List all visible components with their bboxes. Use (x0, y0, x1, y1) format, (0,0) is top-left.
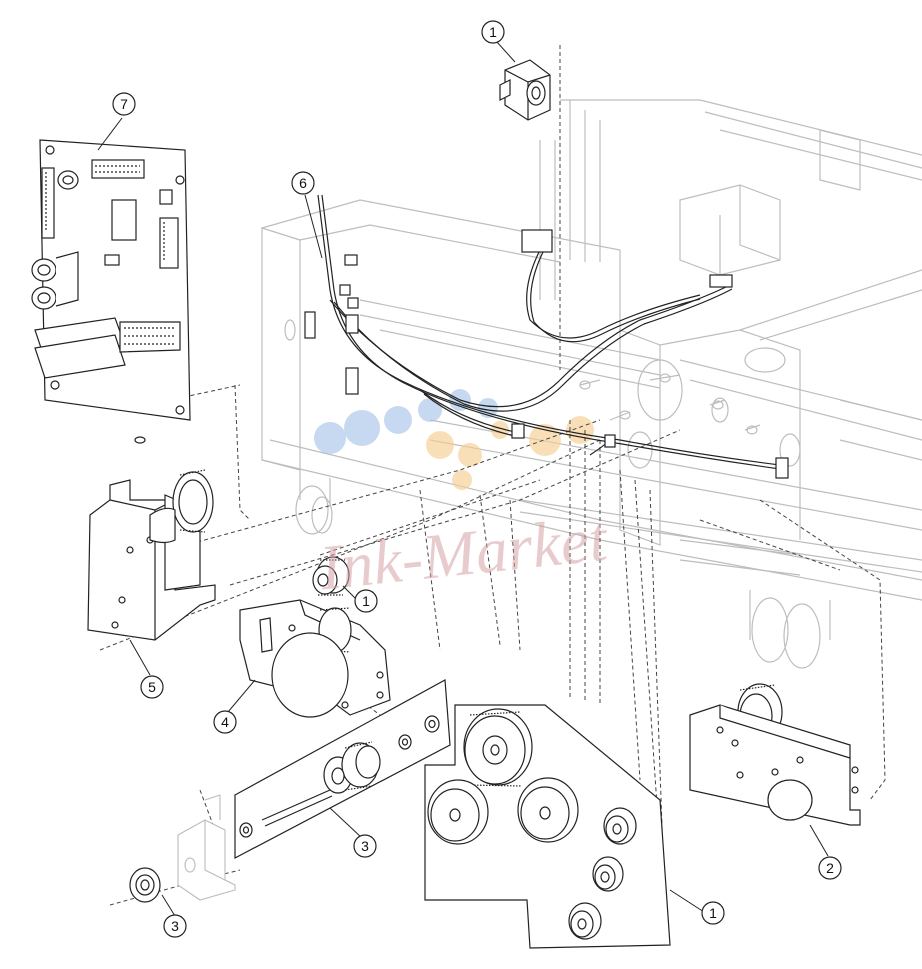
watermark-dots (314, 389, 594, 490)
gear-large-right (517, 777, 579, 843)
gear-large-top (463, 708, 533, 787)
svg-text:6: 6 (299, 175, 307, 191)
watermark-text: Ink-Market (315, 503, 612, 604)
svg-text:3: 3 (171, 918, 179, 934)
callout-3-low: 3 (163, 914, 187, 938)
callout-4: 4 (213, 710, 237, 734)
part-4-main-motor (239, 599, 391, 718)
part-1-single-gear (312, 556, 350, 596)
svg-text:2: 2 (826, 860, 834, 876)
callout-5: 5 (140, 675, 164, 699)
callout-2: 2 (818, 856, 842, 880)
callout-1-bottom: 1 (701, 901, 725, 925)
part-3-shaft-assembly (234, 679, 451, 859)
svg-text:4: 4 (221, 714, 229, 730)
part-3-small-gear (129, 867, 161, 903)
gear-large-left (427, 779, 489, 845)
svg-text:1: 1 (709, 905, 717, 921)
part-2-right-drive-bracket (689, 683, 861, 826)
callout-1-top: 1 (481, 20, 505, 44)
gear-small-2 (592, 856, 624, 892)
part-1-top-bracket (499, 59, 551, 121)
part-1-gear-set (424, 704, 671, 949)
svg-text:1: 1 (489, 24, 497, 40)
printer-frame (261, 99, 922, 669)
gear-small-1 (603, 807, 637, 845)
callout-3-mid: 3 (353, 834, 377, 858)
lower-left-bracket (177, 794, 236, 901)
part-5-drive-bracket (87, 469, 216, 641)
callout-6: 6 (291, 171, 315, 195)
part-7-controller-board (31, 139, 191, 444)
svg-text:3: 3 (361, 838, 369, 854)
svg-text:7: 7 (120, 96, 128, 112)
part-6-wire-harness (304, 194, 789, 479)
svg-text:1: 1 (362, 593, 370, 609)
callout-1-gear: 1 (354, 589, 378, 613)
callout-7: 7 (112, 92, 136, 116)
leader-lines (99, 45, 886, 911)
svg-text:5: 5 (148, 679, 156, 695)
gear-small-3 (568, 902, 602, 940)
callout-leaders (97, 41, 829, 917)
